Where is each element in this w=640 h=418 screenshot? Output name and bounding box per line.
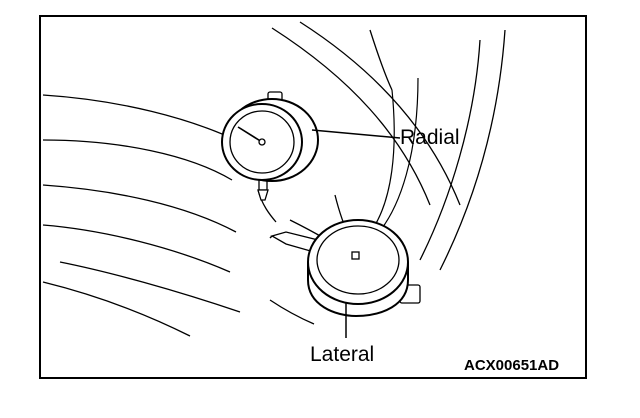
tire-sidewall-icon <box>42 21 506 337</box>
radial-leader-line <box>311 129 401 139</box>
lateral-dial-indicator <box>269 219 421 318</box>
figure-code: ACX00651AD <box>464 357 559 374</box>
radial-label: Radial <box>400 126 460 149</box>
radial-dial-indicator <box>221 91 319 201</box>
lateral-label: Lateral <box>310 343 374 366</box>
diagram-frame <box>39 15 587 379</box>
